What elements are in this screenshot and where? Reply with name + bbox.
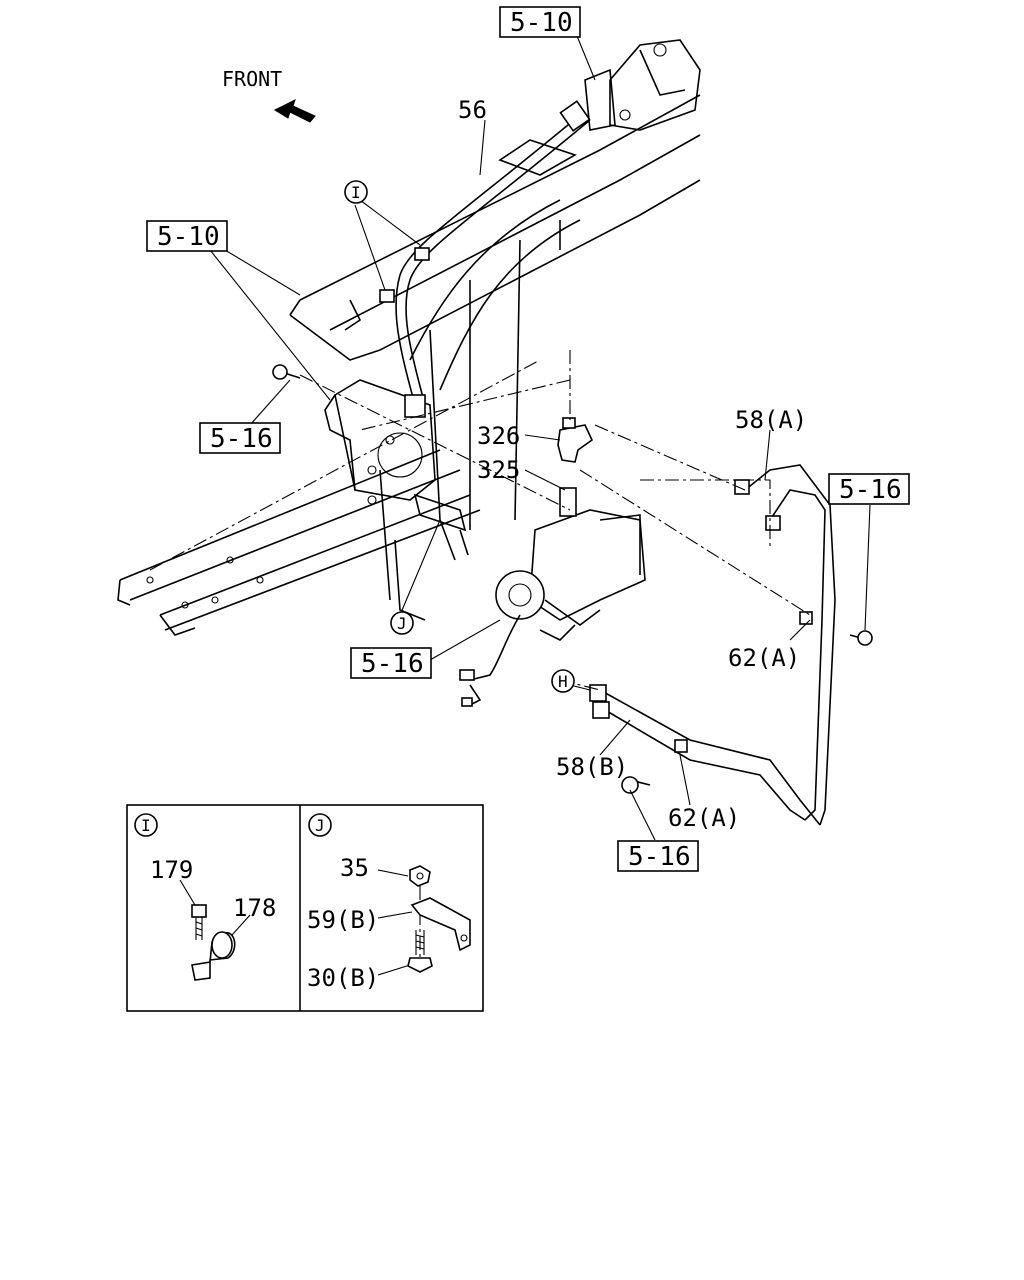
detail-j-marker: J	[308, 813, 332, 837]
brake-pipes	[272, 364, 873, 826]
detail-i-bolt-icon	[179, 879, 207, 940]
detail-i-clip-label: 178	[233, 894, 276, 922]
part-label-clip-a-upper: 62(A)	[728, 644, 800, 672]
front-arrow-icon	[273, 99, 316, 123]
brake-hose	[379, 100, 591, 418]
ref-box-left: 5-10	[146, 220, 228, 252]
svg-text:H: H	[558, 672, 568, 691]
ref-label-bottom-right: 5-16	[628, 842, 691, 872]
ref-label-left: 5-10	[157, 222, 220, 252]
detail-j-bracket-label: 59(B)	[307, 906, 379, 934]
svg-text:J: J	[315, 816, 325, 835]
detail-j-nut-icon	[377, 865, 431, 960]
marker-i-upper: I	[344, 180, 368, 204]
ref-box-right: 5-16	[828, 473, 910, 505]
tee-fitting	[557, 417, 594, 463]
modulator-valve	[459, 487, 646, 707]
marker-h: H	[551, 669, 575, 693]
part-label-clip-a-lower: 62(A)	[668, 804, 740, 832]
detail-i-clip-icon	[191, 914, 251, 981]
detail-i-bolt-label: 179	[150, 856, 193, 884]
detail-j-bolt-label: 30(B)	[307, 964, 379, 992]
ref-box-bottom-mid: 5-16	[350, 647, 432, 679]
svg-text:J: J	[397, 614, 407, 633]
detail-i-marker: I	[134, 813, 158, 837]
upper-mount-bracket	[584, 39, 701, 131]
front-arrow: FRONT	[222, 67, 316, 123]
ref-label-bottom-mid: 5-16	[361, 649, 424, 679]
detail-inset	[126, 804, 484, 1012]
part-label-tee: 326	[477, 422, 520, 450]
detail-j-nut-label: 35	[340, 854, 369, 882]
leader-lines	[209, 35, 871, 841]
part-label-adapter: 325	[477, 456, 520, 484]
ref-label-bolt-left: 5-16	[210, 424, 273, 454]
part-label-pipe-a: 58(A)	[735, 406, 807, 434]
ref-label-top: 5-10	[510, 8, 573, 38]
chassis-frame	[117, 94, 701, 636]
svg-text:I: I	[351, 183, 361, 202]
detail-i-panel: I 179 178	[134, 813, 276, 981]
front-label: FRONT	[222, 67, 282, 91]
centre-lines	[149, 350, 811, 691]
svg-text:I: I	[141, 816, 151, 835]
ref-box-bottom-right: 5-16	[617, 840, 699, 872]
ref-box-bolt-left: 5-16	[199, 422, 281, 454]
ref-label-right: 5-16	[839, 475, 902, 505]
part-label-pipe-b: 58(B)	[556, 753, 628, 781]
part-label-hose: 56	[458, 96, 487, 124]
detail-j-bolt-icon	[377, 930, 433, 976]
marker-j-upper: J	[390, 611, 414, 635]
ref-box-top: 5-10	[499, 6, 581, 38]
detail-j-bracket-icon	[377, 897, 471, 952]
detail-j-panel: J 35 59(B) 30(B)	[307, 813, 471, 992]
